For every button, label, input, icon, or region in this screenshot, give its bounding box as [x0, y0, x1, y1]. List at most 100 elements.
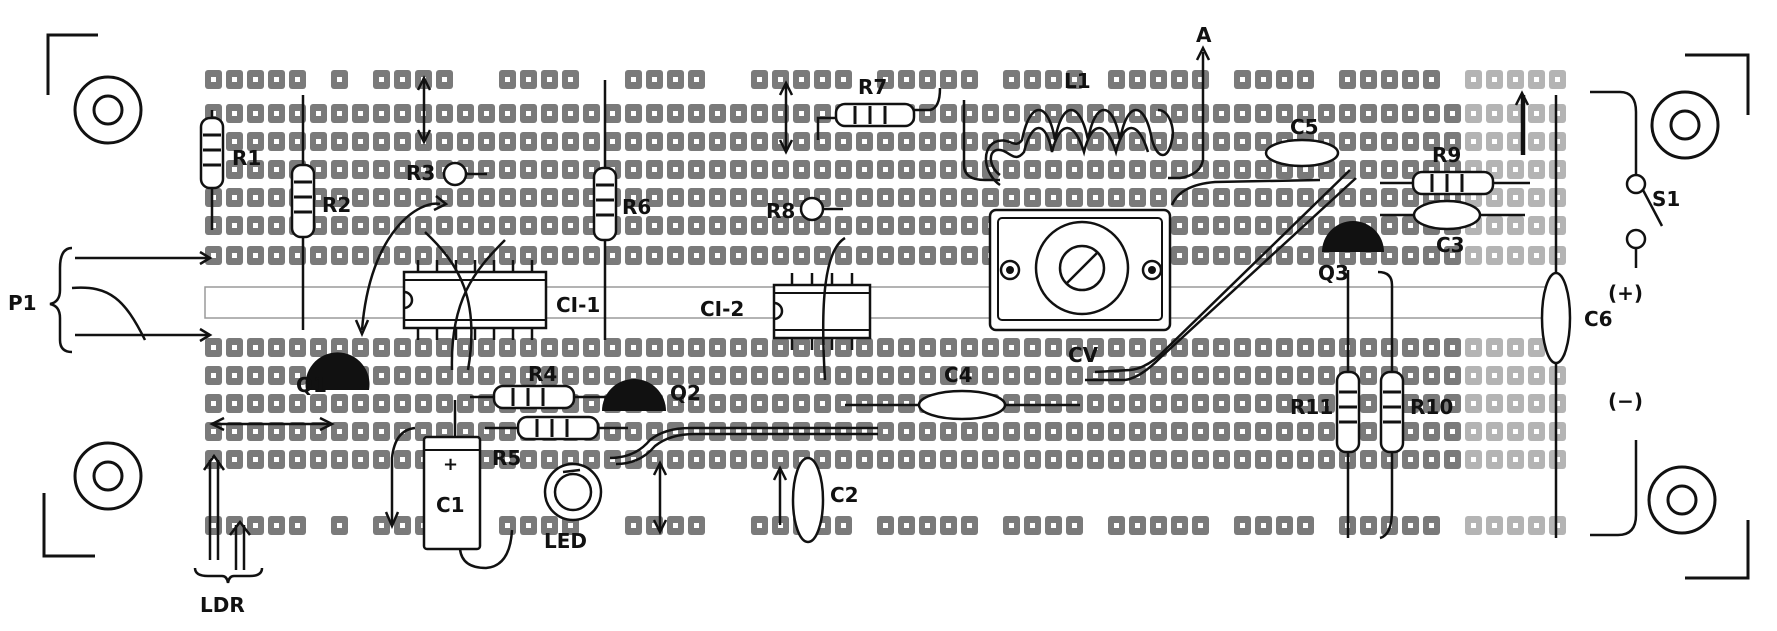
board-pad-hole — [988, 111, 993, 116]
board-pad-hole — [400, 373, 405, 378]
board-pad-hole — [1492, 457, 1497, 462]
board-pad-hole — [1366, 139, 1371, 144]
board-pad-hole — [1198, 429, 1203, 434]
board-pad-hole — [1198, 523, 1203, 528]
variable-capacitor-cv — [988, 208, 1172, 332]
board-pad-hole — [736, 429, 741, 434]
board-pad-hole — [1408, 223, 1413, 228]
board-pad-hole — [1366, 253, 1371, 258]
board-pad-hole — [883, 167, 888, 172]
board-pad-hole — [1471, 457, 1476, 462]
board-pad-hole — [547, 77, 552, 82]
board-pad-hole — [316, 167, 321, 172]
board-pad-hole — [337, 523, 342, 528]
board-pad-hole — [274, 345, 279, 350]
board-pad-hole — [1513, 167, 1518, 172]
board-pad-hole — [1450, 401, 1455, 406]
board-pad-hole — [1324, 373, 1329, 378]
board-pad-hole — [736, 373, 741, 378]
board-pad-hole — [526, 223, 531, 228]
labels: R1 R2 R3 R4 R5 R6 R7 R8 R9 R10 R11 C1 + … — [8, 23, 1680, 617]
board-pad-hole — [904, 373, 909, 378]
board-pad-hole — [904, 523, 909, 528]
board-pad-hole — [778, 223, 783, 228]
board-pad-hole — [904, 223, 909, 228]
board-pad-hole — [610, 457, 615, 462]
capacitor-c3 — [1380, 199, 1525, 231]
bracket-top-right — [1685, 53, 1750, 115]
board-pad-hole — [1324, 223, 1329, 228]
board-pad-hole — [505, 167, 510, 172]
board-pad-hole — [778, 111, 783, 116]
board-pad-hole — [925, 345, 930, 350]
board-pad-hole — [862, 167, 867, 172]
board-pad-hole — [295, 253, 300, 258]
board-pad-hole — [862, 223, 867, 228]
label-c3: C3 — [1436, 233, 1465, 257]
board-pad-hole — [715, 373, 720, 378]
board-pad-hole — [757, 523, 762, 528]
board-pad-hole — [1009, 373, 1014, 378]
transistor-q1 — [305, 352, 370, 390]
board-pad-hole — [463, 111, 468, 116]
board-pad-hole — [715, 429, 720, 434]
board-pad-hole — [841, 195, 846, 200]
board-pad-hole — [1471, 77, 1476, 82]
board-pad-hole — [232, 167, 237, 172]
board-pad-hole — [799, 429, 804, 434]
board-pad-hole — [400, 167, 405, 172]
board-pad-hole — [1177, 253, 1182, 258]
board-pad-hole — [463, 429, 468, 434]
board-pad-hole — [400, 139, 405, 144]
board-pad-hole — [337, 345, 342, 350]
bracket-top-left — [46, 33, 98, 95]
board-pad-hole — [253, 345, 258, 350]
board-pad-hole — [1261, 457, 1266, 462]
board-pad-hole — [1198, 111, 1203, 116]
board-pad-hole — [1303, 345, 1308, 350]
board-pad-hole — [1282, 77, 1287, 82]
board-pad-hole — [1261, 167, 1266, 172]
board-pad-hole — [316, 139, 321, 144]
board-pad-hole — [1156, 523, 1161, 528]
board-pad-hole — [1114, 523, 1119, 528]
board-pad-hole — [694, 429, 699, 434]
board-pad-hole — [1450, 111, 1455, 116]
board-pad-hole — [379, 111, 384, 116]
board-pad-hole — [358, 111, 363, 116]
board-pad-hole — [1030, 429, 1035, 434]
board-pad-hole — [1534, 253, 1539, 258]
board-pad-hole — [253, 401, 258, 406]
board-pad-hole — [1345, 195, 1350, 200]
board-pad-hole — [1513, 111, 1518, 116]
board-pad-hole — [253, 167, 258, 172]
board-pad-hole — [841, 345, 846, 350]
board-pad-hole — [1555, 77, 1560, 82]
board-pad-hole — [337, 223, 342, 228]
board-pad-hole — [232, 429, 237, 434]
board-pad-hole — [1450, 373, 1455, 378]
board-pad-hole — [757, 195, 762, 200]
board-pad-hole — [1135, 195, 1140, 200]
board-pad-hole — [799, 111, 804, 116]
board-pad-hole — [295, 429, 300, 434]
transistor-q2 — [602, 379, 666, 411]
board-pad-hole — [1492, 429, 1497, 434]
board-pad-hole — [211, 401, 216, 406]
mounting-hole-bottom-left — [73, 441, 143, 511]
board-pad-hole — [841, 253, 846, 258]
board-pad-hole — [988, 345, 993, 350]
p1-brace — [49, 246, 73, 354]
board-pad-hole — [1219, 401, 1224, 406]
board-pad-hole — [547, 253, 552, 258]
board-pad-hole — [694, 523, 699, 528]
label-r2: R2 — [322, 193, 351, 217]
board-pad-hole — [211, 77, 216, 82]
board-pad-hole — [442, 195, 447, 200]
board-pad-hole — [253, 373, 258, 378]
board-pad-hole — [1408, 253, 1413, 258]
board-pad-hole — [1429, 195, 1434, 200]
board-pad-hole — [1114, 345, 1119, 350]
board-pad-hole — [400, 345, 405, 350]
board-pad-hole — [316, 223, 321, 228]
